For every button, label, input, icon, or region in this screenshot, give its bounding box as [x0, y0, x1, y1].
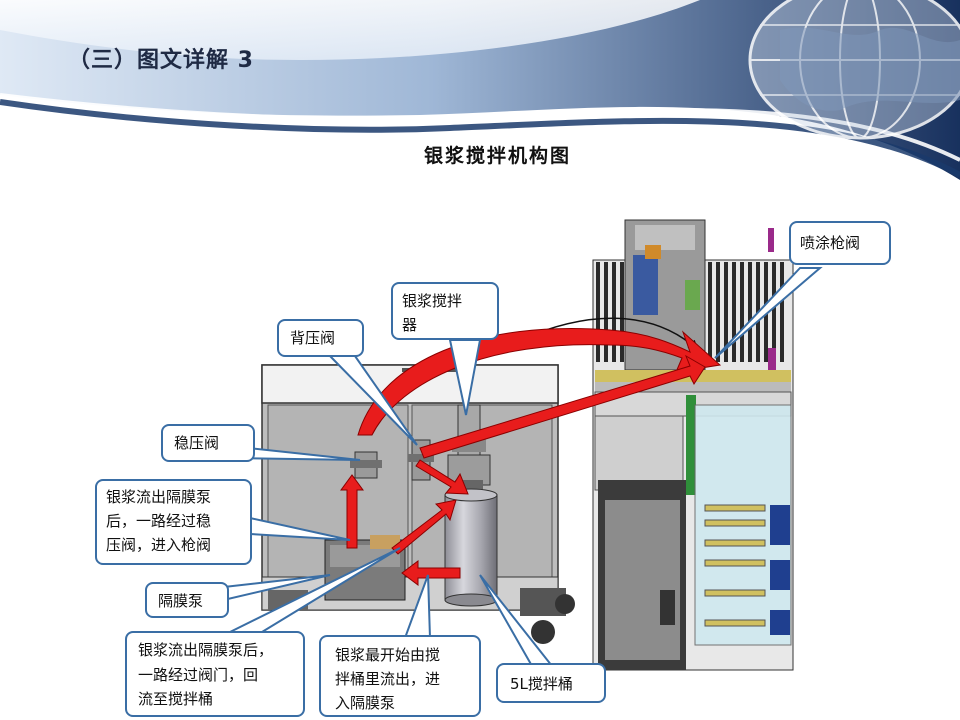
globe-icon [748, 0, 960, 140]
stirring-tank-5l [444, 488, 498, 607]
callout-label-line3: 压阀，进入枪阀 [106, 536, 211, 554]
callout-flow-back: 银浆流出隔膜泵后， 一路经过阀门，回 流至搅拌桶 [125, 547, 401, 717]
callout-pressure-regulator: 稳压阀 [161, 424, 361, 462]
callout-label-line2: 拌桶里流出，进 [335, 670, 440, 688]
pressure-regulator-valve [350, 451, 382, 479]
callout-label: 稳压阀 [174, 434, 219, 452]
callout-label-line1: 银浆流出隔膜泵后， [138, 641, 273, 659]
callout-label-line1: 银浆流出隔膜泵 [106, 488, 211, 506]
callout-label-line2: 后，一路经过稳 [106, 512, 211, 530]
slide-title: （三）图文详解 3 [68, 48, 254, 73]
arrow-return-to-tank [419, 354, 706, 459]
callout-label: 背压阀 [290, 329, 335, 347]
callout-spray-gun-valve: 喷涂枪阀 [714, 221, 891, 359]
callout-initial-flow: 银浆最开始由搅 拌桶里流出，进 入隔膜泵 [319, 574, 481, 717]
callout-flow-to-gun: 银浆流出隔膜泵 后，一路经过稳 压阀，进入枪阀 [95, 479, 351, 565]
red-flow-arrows [340, 327, 722, 586]
callout-back-pressure-valve: 背压阀 [277, 319, 418, 446]
callout-stirrer: 银浆搅拌 器 [391, 282, 499, 416]
header-banner [0, 0, 960, 180]
callout-label-line2: 器 [402, 316, 417, 334]
diagram-title: 银浆搅拌机构图 [424, 145, 572, 167]
callout-label-line3: 流至搅拌桶 [138, 690, 213, 708]
arrow-up-to-regulator [340, 474, 364, 549]
arrow-valve-to-tank [415, 459, 469, 495]
callout-label: 隔膜泵 [158, 592, 203, 610]
callout-label-line2: 一路经过阀门，回 [138, 666, 258, 684]
arrow-pump-to-tank [391, 499, 457, 555]
callout-label-line3: 入隔膜泵 [335, 694, 395, 712]
callout-diaphragm-pump: 隔膜泵 [145, 574, 331, 618]
callout-label-line1: 银浆最开始由搅 [335, 646, 440, 664]
callout-label: 喷涂枪阀 [800, 234, 860, 252]
callout-label: 5L搅拌桶 [510, 675, 573, 693]
callout-label-line1: 银浆搅拌 [402, 292, 462, 310]
arrow-tank-to-pump [401, 560, 461, 586]
callout-tank-5l: 5L搅拌桶 [479, 574, 606, 703]
diaphragm-pump-body [324, 535, 406, 601]
spray-machine-frame [592, 219, 794, 671]
